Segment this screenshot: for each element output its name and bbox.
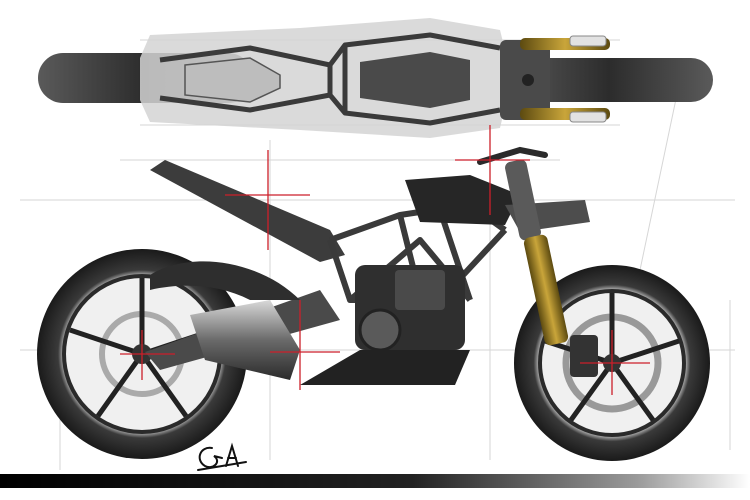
top-handlebar-left <box>569 35 607 47</box>
rear-fender <box>150 261 300 300</box>
top-seat <box>184 57 281 103</box>
top-view <box>38 18 713 138</box>
top-front-tire <box>505 58 713 102</box>
side-view <box>37 125 710 461</box>
top-frame <box>159 32 501 126</box>
exhaust-muffler <box>190 300 300 380</box>
front-fork-gold <box>523 234 569 346</box>
ground-bar <box>0 474 750 488</box>
top-fuel-tank <box>360 52 470 108</box>
front-fork-upper <box>505 159 541 241</box>
top-handlebar-right <box>569 111 607 123</box>
top-bolt <box>522 74 534 86</box>
fuel-tank <box>405 175 520 225</box>
engine <box>300 265 470 385</box>
tail-subframe <box>150 160 345 262</box>
artist-signature <box>197 442 247 471</box>
construction-marks <box>120 125 650 395</box>
handlebar <box>477 146 548 165</box>
